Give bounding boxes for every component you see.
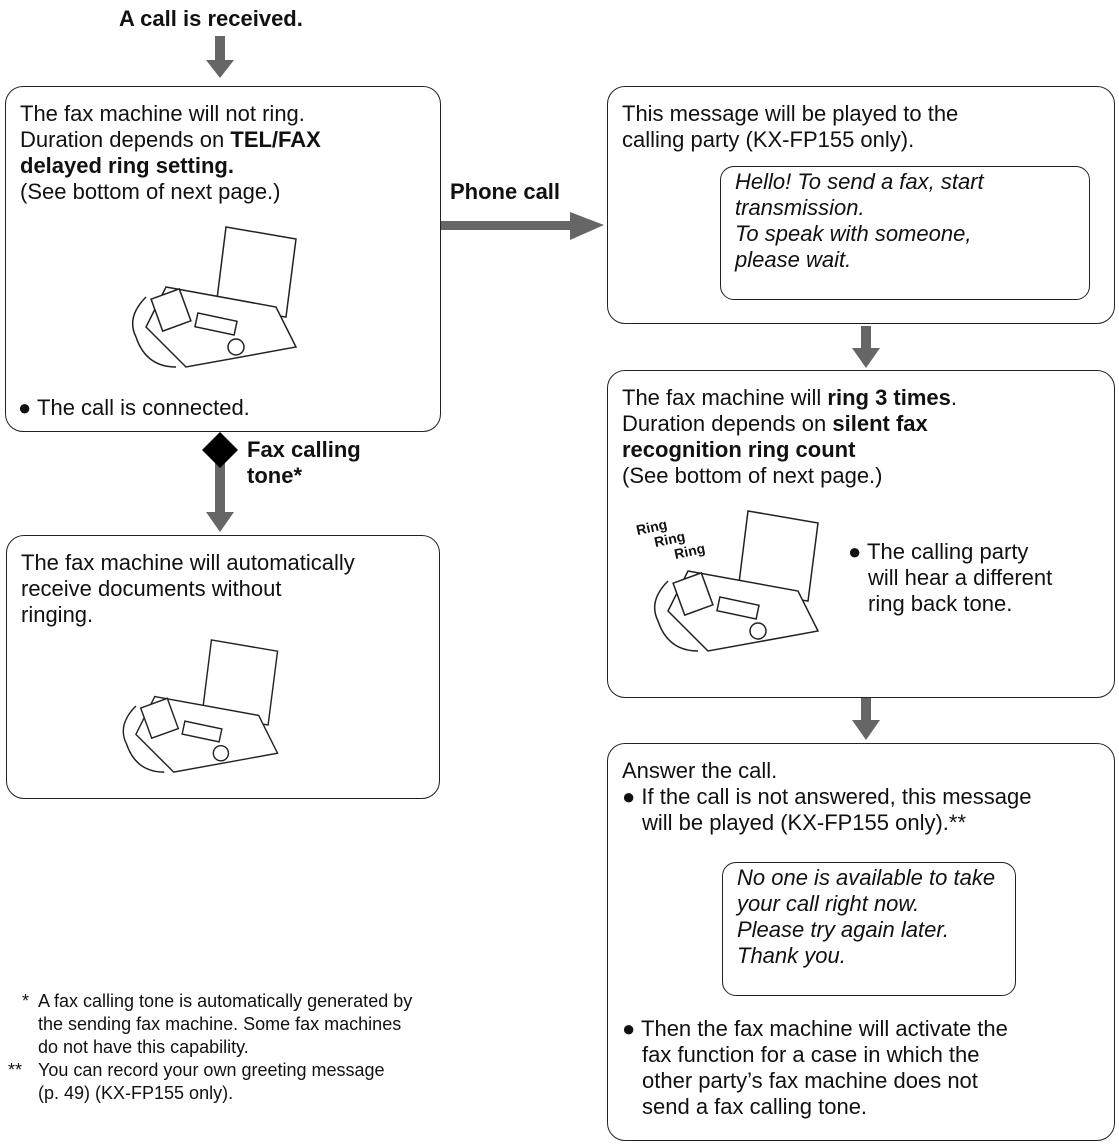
- message-line1: This message will be played to the: [622, 101, 959, 126]
- answer-bullet-1: ● If the call is not answered, this mess…: [622, 784, 1032, 809]
- message-line2: calling party (KX-FP155 only).: [622, 127, 915, 152]
- ring-line4: (See bottom of next page.): [622, 463, 883, 488]
- ring-line2: Duration depends on silent fax: [622, 411, 928, 436]
- call-connected-item: ● The call is connected.: [18, 395, 250, 420]
- greeting-bubble: Hello! To send a fax, start transmission…: [720, 166, 1090, 300]
- no-ring-line3: delayed ring setting.: [20, 153, 234, 178]
- no-ring-box: The fax machine will not ring. Duration …: [5, 86, 441, 432]
- no-ring-line2: Duration depends on TEL/FAX: [20, 127, 321, 152]
- phone-call-label: Phone call: [450, 179, 561, 204]
- ring-back-item: ● The calling party will hear a differen…: [848, 539, 1053, 616]
- tel-fax-setting: TEL/FAX: [230, 127, 321, 152]
- auto-receive-line1: The fax machine will automatically: [21, 550, 355, 575]
- auto-receive-line3: ringing.: [21, 602, 94, 627]
- answer-bullet-2: ● Then the fax machine will activate the…: [622, 1016, 1008, 1119]
- footnote-1: * A fax calling tone is automatically ge…: [22, 991, 413, 1057]
- auto-receive-box: The fax machine will automatically recei…: [6, 535, 440, 799]
- no-ring-line4: (See bottom of next page.): [20, 179, 281, 204]
- ring-line3: recognition ring count: [622, 437, 856, 462]
- fax-machine-icon: [122, 639, 279, 773]
- no-ring-line1: The fax machine will not ring.: [20, 101, 305, 126]
- ring-line1: The fax machine will ring 3 times.: [622, 385, 958, 410]
- fax-tone-label: Fax calling tone*: [247, 437, 361, 488]
- ring-box: The fax machine will ring 3 times. Durat…: [607, 370, 1115, 698]
- answer-line1: Answer the call.: [622, 758, 778, 783]
- footnotes: * A fax calling tone is automatically ge…: [8, 990, 568, 1105]
- fax-machine-icon: [653, 510, 820, 652]
- fax-machine-icon: [131, 226, 298, 368]
- footnote-2: ** You can record your own greeting mess…: [8, 1060, 385, 1103]
- not-available-bubble: No one is available to take your call ri…: [722, 862, 1016, 996]
- start-label: A call is received.: [119, 6, 303, 31]
- auto-receive-line2: receive documents without: [21, 576, 282, 601]
